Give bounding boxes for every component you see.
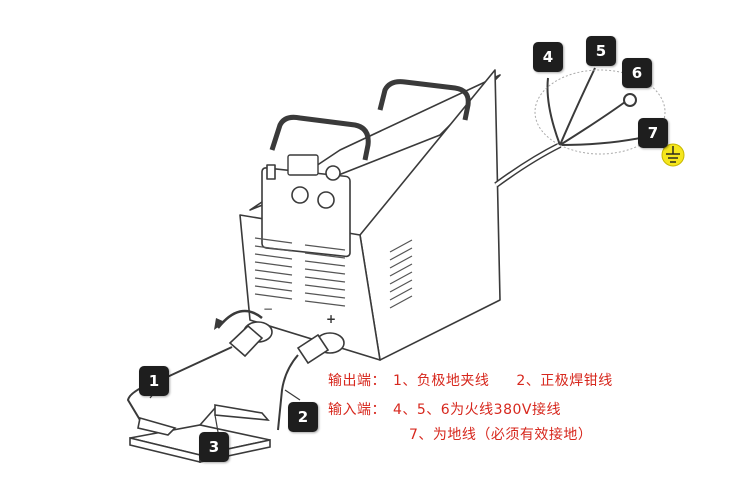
side-vents [389,239,413,309]
callout-6: 6 [622,58,652,88]
minus-mark: − [263,302,273,316]
electrode-rod [199,407,216,426]
electrode-holder-cable [277,354,299,431]
output-item-2: 2、正极焊钳线 [516,373,613,389]
power-switch [266,164,276,180]
positive-plug [296,333,330,365]
rotate-arrowhead [214,318,225,330]
input-wire-1 [546,77,561,146]
input-item-1: 4、5、6为火线380V接线 [392,402,561,418]
front-handle [269,114,371,161]
plus-mark: + [326,312,336,326]
negative-plug [228,324,264,358]
input-wire-2 [559,67,596,146]
output-caption: 输出端： 1、负极地夹线 2、正极焊钳线 [328,370,613,390]
callout-3: 3 [199,432,229,462]
ground-clamp [137,416,177,436]
output-item-1: 1、负极地夹线 [392,373,490,389]
input-label: 输入端： [328,402,386,418]
electrode-holder [214,404,270,421]
rear-handle [377,79,471,121]
control-panel [261,167,351,258]
input-wire-4 [559,137,641,146]
ground-icon [666,146,680,163]
control-knob [325,165,341,181]
input-wire-3 [559,101,626,146]
input-caption: 输入端： 4、5、6为火线380V接线 [328,399,561,419]
control-knob [291,186,309,204]
callout-5: 5 [586,36,616,66]
cable-bundle-outline [534,69,666,155]
input-item-2: 7、为地线（必须有效接地） [409,427,593,443]
ground-symbol [661,143,685,167]
front-vents [254,237,346,307]
callout-2: 2 [288,402,318,432]
control-knob [317,191,335,209]
output-label: 输出端： [328,373,386,389]
callout-7: 7 [638,118,668,148]
ring-terminal [623,93,637,107]
input-caption-2: 7、为地线（必须有效接地） [409,424,592,444]
display-screen [287,154,319,176]
callout-1: 1 [139,366,169,396]
callout-4: 4 [533,42,563,72]
